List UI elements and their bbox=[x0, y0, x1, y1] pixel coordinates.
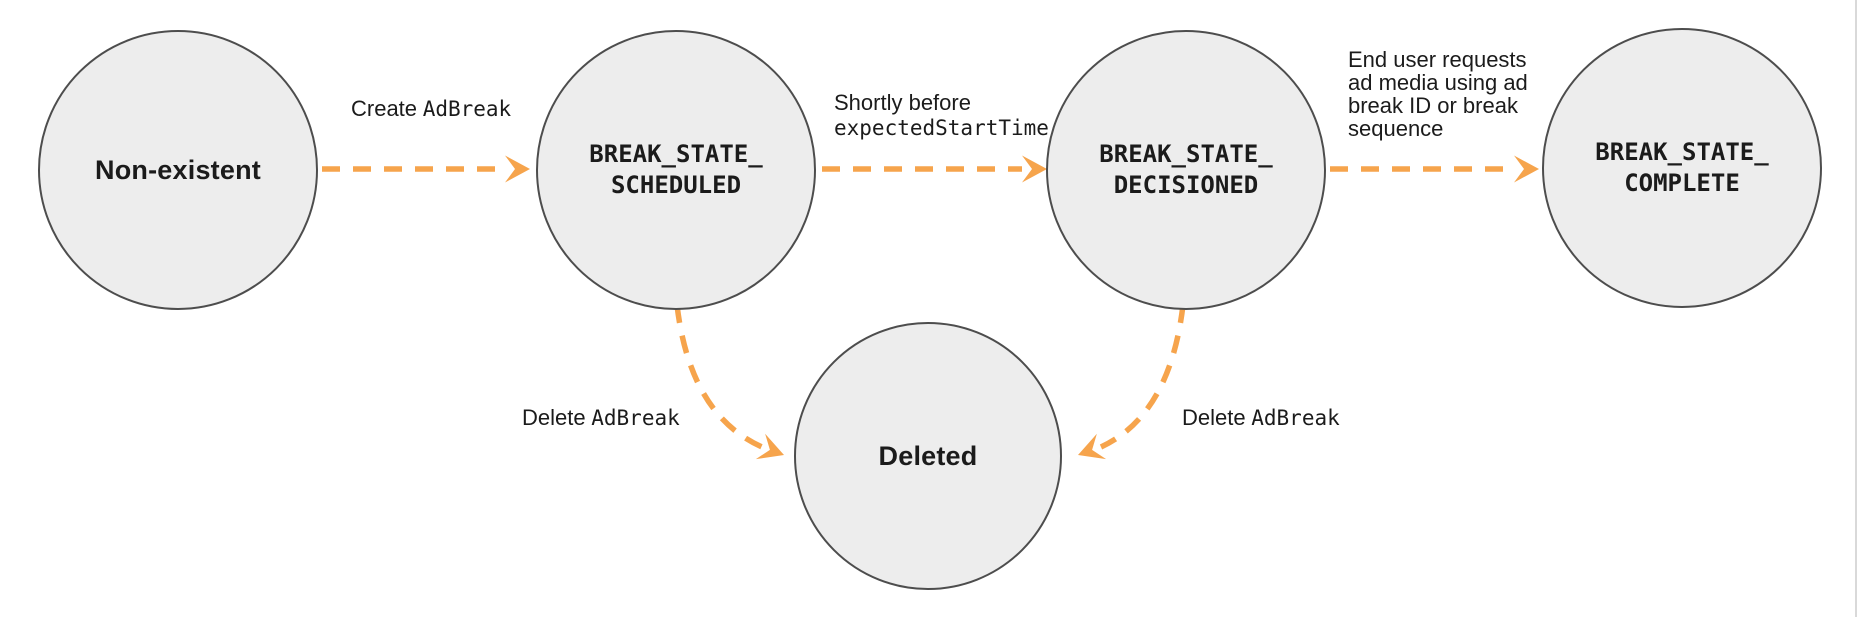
state-label-break-state-scheduled: BREAK_STATE_SCHEDULED bbox=[589, 139, 762, 200]
arrowhead-delete-from-scheduled bbox=[755, 433, 784, 460]
state-label-line1: BREAK_STATE_ bbox=[589, 140, 763, 169]
state-node-deleted: Deleted bbox=[794, 322, 1062, 590]
arrow-delete-from-decisioned bbox=[1099, 304, 1186, 450]
label-text: End user requests bbox=[1348, 47, 1527, 72]
arrowhead-end-user-request bbox=[1514, 155, 1539, 183]
label-text: Create bbox=[351, 96, 418, 121]
label-code: expectedStartTime bbox=[834, 116, 1049, 140]
label-code: AdBreak bbox=[1251, 406, 1340, 430]
label-text: Delete bbox=[1182, 405, 1246, 430]
state-label-line2: SCHEDULED bbox=[610, 171, 742, 199]
arrow-delete-from-scheduled bbox=[674, 304, 764, 450]
label-text: Shortly before bbox=[834, 90, 971, 115]
label-text: sequence bbox=[1348, 116, 1444, 141]
state-label-break-state-complete: BREAK_STATE_COMPLETE bbox=[1595, 137, 1768, 198]
state-label-line2: COMPLETE bbox=[1624, 169, 1740, 197]
state-node-break-state-complete: BREAK_STATE_COMPLETE bbox=[1542, 28, 1822, 308]
label-text: break ID or break bbox=[1348, 93, 1518, 118]
state-node-non-existent: Non-existent bbox=[38, 30, 318, 310]
page-edge-rule bbox=[1855, 0, 1857, 617]
state-node-break-state-scheduled: BREAK_STATE_SCHEDULED bbox=[536, 30, 816, 310]
label-text: Delete bbox=[522, 405, 586, 430]
arrowhead-create-adbreak bbox=[505, 155, 530, 183]
transition-label-end-user-request: End user requests ad media using ad brea… bbox=[1348, 48, 1528, 140]
label-code: AdBreak bbox=[591, 406, 680, 430]
arrowhead-delete-from-decisioned bbox=[1078, 433, 1107, 460]
state-label-line1: BREAK_STATE_ bbox=[1099, 140, 1273, 169]
state-label-break-state-decisioned: BREAK_STATE_DECISIONED bbox=[1099, 139, 1272, 200]
label-code: AdBreak bbox=[422, 97, 512, 121]
state-label-non-existent: Non-existent bbox=[95, 154, 261, 185]
transition-label-shortly-before: Shortly before expectedStartTime bbox=[834, 90, 1049, 141]
arrowhead-shortly-before bbox=[1022, 155, 1047, 183]
state-label-line2: DECISIONED bbox=[1113, 171, 1259, 199]
state-label-deleted: Deleted bbox=[878, 440, 978, 471]
label-text: ad media using ad bbox=[1348, 70, 1528, 95]
state-label-line1: BREAK_STATE_ bbox=[1595, 138, 1769, 167]
state-node-break-state-decisioned: BREAK_STATE_DECISIONED bbox=[1046, 30, 1326, 310]
